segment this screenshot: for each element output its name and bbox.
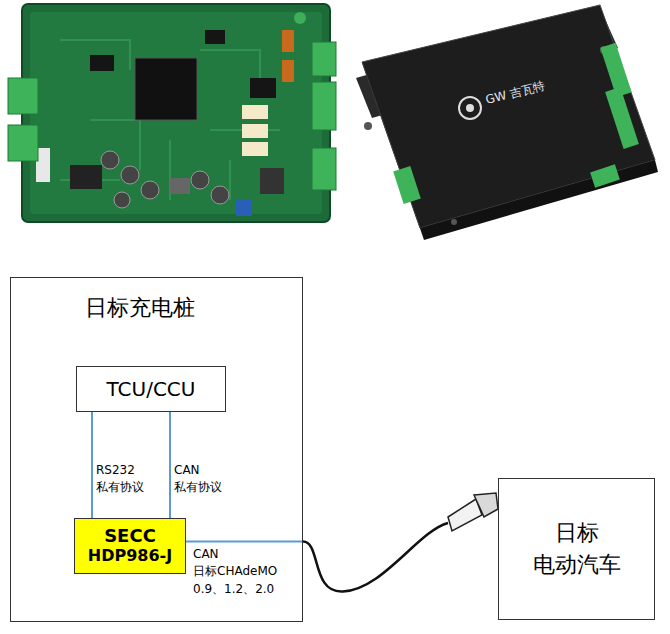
plug-head [474,493,498,517]
box-label: SECC [104,526,156,547]
edge-label: CAN 日标CHAdeMO 0.9、1.2、2.0 [192,546,278,598]
enclosure-box [356,5,658,240]
wire-line [169,412,171,518]
controller-box: TCU/CCU [76,366,226,412]
wire-line [91,412,93,518]
box-title: 日标充电桩 [85,293,195,323]
wire-line [186,541,303,543]
edge-label: RS232 私有协议 [95,462,145,497]
edge-label: CAN 私有协议 [173,462,223,497]
connector [92,412,93,518]
connector [170,412,171,518]
plug-handle [448,499,482,531]
secc-box: SECCHDP986-J [74,518,186,574]
box-label: TCU/CCU [107,378,196,401]
cable-line [303,523,448,592]
box-label: HDP986-J [88,547,172,565]
connector [186,493,498,592]
box-label: 日标 电动汽车 [533,517,621,581]
pcb-board [8,4,336,222]
vehicle-box: 日标 电动汽车 [498,478,655,620]
